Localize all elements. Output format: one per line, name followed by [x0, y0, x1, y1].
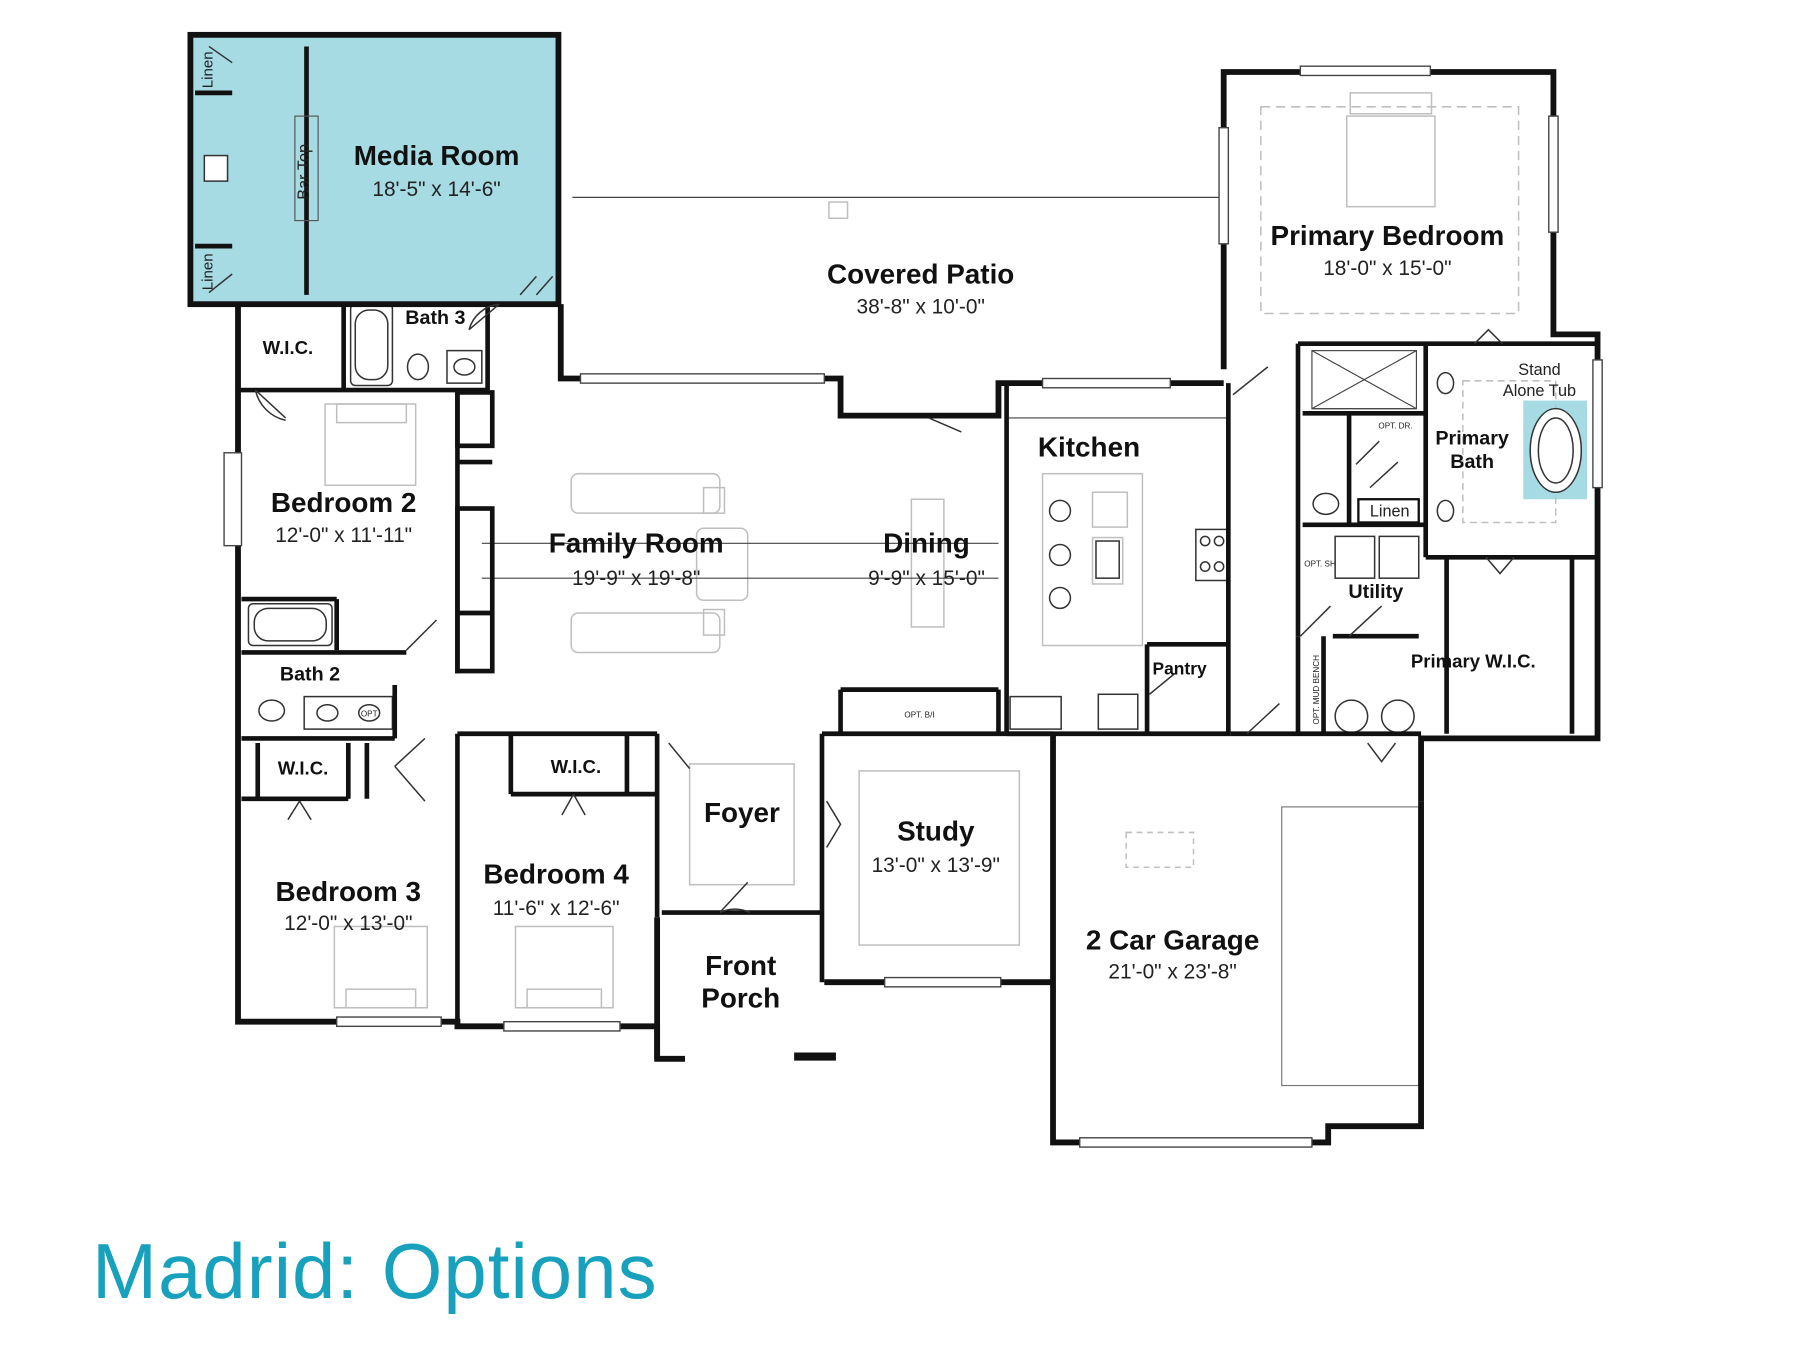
- front-porch-line1: Front: [705, 950, 776, 981]
- interior-walls: [195, 46, 1598, 1025]
- thin-lines: [481, 196, 1418, 579]
- primary-bedroom-name: Primary Bedroom: [1270, 220, 1504, 251]
- family-room-dims: 19'-9" x 19'-8": [572, 567, 700, 590]
- covered-patio-name: Covered Patio: [827, 258, 1014, 289]
- dining-dims: 9'-9" x 15'-0": [868, 567, 985, 590]
- foyer-name: Foyer: [704, 797, 780, 828]
- study-dims: 13'-0" x 13'-9": [872, 854, 1000, 877]
- exterior-walls: [187, 31, 1601, 1146]
- furniture: [324, 92, 1557, 1009]
- garage-dims: 21'-0" x 23'-8": [1108, 961, 1236, 984]
- covered-patio-dims: 38'-8" x 10'-0": [856, 295, 984, 318]
- opt-dr-label: OPT. DR.: [1378, 421, 1412, 430]
- media-room-name: Media Room: [354, 140, 520, 171]
- bedroom-4-name: Bedroom 4: [483, 859, 629, 890]
- primary-bath-line1: Primary: [1435, 428, 1508, 450]
- bath-2-name: Bath 2: [280, 663, 340, 685]
- bath-3-name: Bath 3: [405, 307, 465, 329]
- linen-label-top: Linen: [199, 51, 216, 88]
- doors: [208, 45, 1515, 914]
- bar-top-label: Bar Top: [295, 144, 313, 200]
- bar-top-counter: [294, 115, 319, 222]
- wic-label-top: W.I.C.: [263, 337, 314, 358]
- tub-label-line2: Alone Tub: [1503, 382, 1576, 400]
- bedroom-3-dims: 12'-0" x 13'-0": [284, 912, 412, 935]
- dining-name: Dining: [883, 528, 970, 559]
- front-porch-line2: Porch: [701, 983, 780, 1014]
- media-room-highlight: [188, 32, 561, 307]
- primary-bath-line2: Bath: [1450, 451, 1494, 473]
- tub-label-line1: Stand: [1518, 361, 1560, 379]
- family-room-name: Family Room: [549, 528, 724, 559]
- bedroom-3-name: Bedroom 3: [276, 876, 422, 907]
- fixtures: [203, 154, 1583, 734]
- opt-shower-label: OPT. SH: [1304, 560, 1336, 569]
- floor-plan: Media Room 18'-5" x 14'-6" Covered Patio…: [187, 31, 1603, 1148]
- garage-name: 2 Car Garage: [1086, 925, 1259, 956]
- opt-sink-label: OPT: [361, 709, 378, 718]
- garage-driveway: [1281, 806, 1420, 1087]
- linen-label-bath: Linen: [1370, 503, 1410, 521]
- opt-mud-bench-label: OPT. MUD BENCH: [1312, 655, 1321, 725]
- utility-name: Utility: [1348, 581, 1403, 603]
- opt-bi-label: OPT. B/I: [904, 710, 934, 719]
- kitchen-name: Kitchen: [1038, 431, 1140, 462]
- bedroom-2-dims: 12'-0" x 11'-11": [275, 524, 412, 547]
- primary-wic-name: Primary W.I.C.: [1411, 651, 1536, 672]
- primary-bedroom-dims: 18'-0" x 15'-0": [1323, 257, 1451, 280]
- bedroom-4-dims: 11'-6" x 12'-6": [493, 897, 620, 920]
- linen-closet-bath: [1357, 498, 1420, 524]
- wic-label-bedroom3: W.I.C.: [278, 757, 329, 778]
- study-name: Study: [897, 816, 975, 847]
- pantry-name: Pantry: [1152, 659, 1206, 679]
- media-room-dims: 18'-5" x 14'-6": [372, 178, 500, 201]
- windows: [223, 65, 1603, 1148]
- bedroom-2-name: Bedroom 2: [271, 487, 417, 518]
- plan-title: Madrid: Options: [92, 1227, 658, 1315]
- wic-label-bedroom4: W.I.C.: [551, 756, 602, 777]
- linen-label-bottom: Linen: [199, 253, 216, 290]
